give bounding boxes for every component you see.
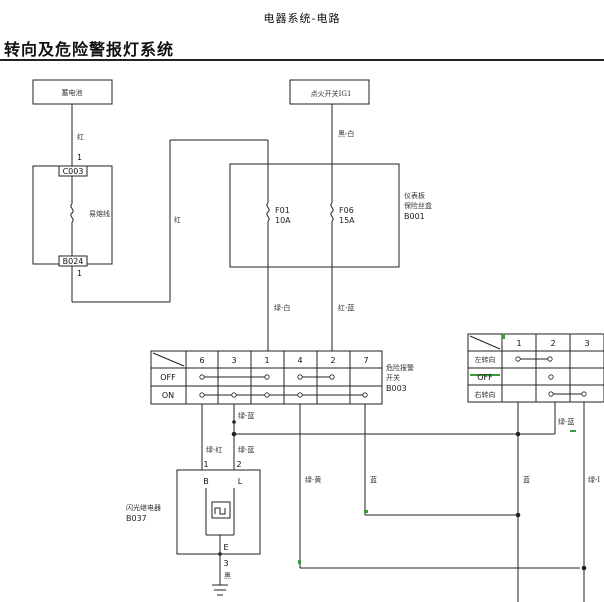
- battery-label: 蓄电池: [62, 88, 83, 97]
- hazard-row-off: OFF: [160, 373, 176, 382]
- flasher-label: 闪光继电器: [126, 503, 161, 512]
- wire-black: 黑: [224, 572, 231, 580]
- ignition-box: [289, 79, 370, 105]
- wire-green-blue-2: 绿-蓝: [238, 445, 254, 454]
- fuse-f01-rating: 10A: [275, 216, 291, 225]
- wire-red-blue: 红-蓝: [338, 303, 354, 312]
- hazard-switch-label-2: 开关: [386, 373, 400, 382]
- fuse-box-code: B001: [404, 212, 425, 221]
- connector-c003: C003: [63, 167, 84, 176]
- wire-green-white: 绿-白: [274, 303, 290, 312]
- wire-black-white: 黑-白: [338, 129, 354, 138]
- hazard-col-7: 7: [363, 356, 368, 365]
- connector-b024: B024: [63, 257, 84, 266]
- flasher-term-e: E: [223, 543, 228, 552]
- title-rule: [0, 59, 604, 61]
- hazard-col-2: 2: [330, 356, 335, 365]
- fuse-f06-name: F06: [339, 206, 354, 215]
- fuse-f01-name: F01: [275, 206, 290, 215]
- flasher-code: B037: [126, 514, 147, 523]
- fuse-box-label-1: 仪表板: [404, 191, 425, 200]
- turn-col-1: 1: [516, 339, 521, 348]
- wire-green-blue-1: 绿-蓝: [238, 411, 254, 420]
- wire-red-1: 红: [77, 132, 84, 141]
- flasher-pin-2: 2: [236, 460, 241, 469]
- doc-title: 电器系统-电路: [263, 12, 341, 25]
- hazard-switch-code: B003: [386, 384, 407, 393]
- flasher-term-b: B: [203, 477, 209, 486]
- flasher-pin-1: 1: [203, 460, 208, 469]
- fuse-f06-rating: 15A: [339, 216, 355, 225]
- hazard-col-4: 4: [297, 356, 302, 365]
- turn-row-off: OFF: [477, 373, 493, 382]
- ignition-label: 点火开关IG1: [311, 89, 352, 98]
- flasher-pin-3: 3: [223, 559, 228, 568]
- fuse-box: [229, 163, 400, 268]
- section-title: 转向及危险警报灯系统: [4, 40, 175, 59]
- fuse-box-label-2: 保险丝盒: [404, 201, 432, 210]
- hazard-row-on: ON: [162, 391, 174, 400]
- hazard-switch-table: [150, 350, 383, 405]
- hazard-switch-label-1: 危险报警: [386, 363, 414, 372]
- wire-green-red: 绿-红: [206, 445, 222, 454]
- turn-col-2: 2: [550, 339, 555, 348]
- turn-col-3: 3: [584, 339, 589, 348]
- fusible-link-label: 易熔线: [89, 209, 110, 218]
- fusible-pin-top: 1: [77, 153, 82, 162]
- flasher-relay-box: [176, 469, 261, 555]
- wire-green-yellow: 绿-黄: [305, 475, 321, 484]
- turn-row-right: 右转向: [475, 390, 496, 399]
- wire-green-blue-3: 绿-蓝: [558, 417, 574, 426]
- hazard-col-1: 1: [264, 356, 269, 365]
- wire-red-2: 红: [174, 215, 181, 224]
- wire-blue-2: 蓝: [523, 475, 530, 484]
- flasher-term-l: L: [238, 477, 243, 486]
- hazard-col-3: 3: [231, 356, 236, 365]
- wire-green-right: 绿-I: [588, 475, 600, 484]
- wire-blue-1: 蓝: [370, 475, 377, 484]
- turn-row-left: 左转向: [475, 355, 496, 364]
- fusible-pin-bottom: 1: [77, 269, 82, 278]
- hazard-col-6: 6: [199, 356, 204, 365]
